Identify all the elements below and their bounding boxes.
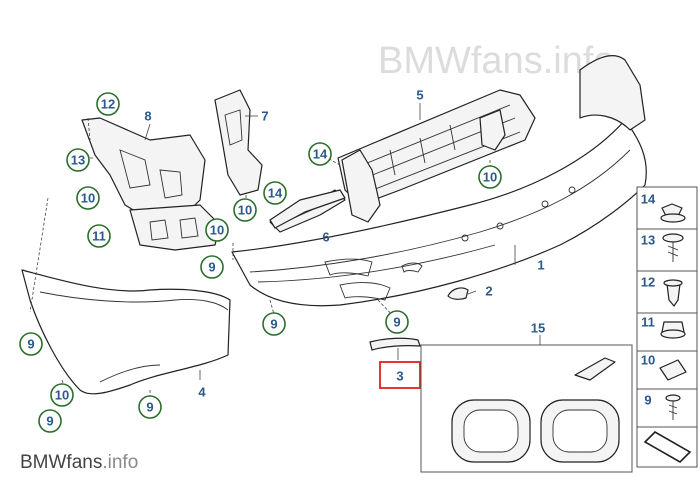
detail-box-15 [420, 335, 633, 473]
label-4: 4 [198, 385, 206, 400]
callout-9: 9 [38, 409, 62, 433]
callout-10: 10 [233, 198, 257, 222]
label-2: 2 [485, 284, 492, 299]
label-1: 1 [537, 258, 544, 273]
label-3: 3 [396, 369, 403, 384]
watermark-bottom: BMWfans.info [20, 452, 138, 474]
fastener-label-14: 14 [641, 192, 656, 207]
part-3-strip [369, 337, 421, 351]
fastener-panel [636, 186, 698, 468]
callout-10: 10 [205, 218, 229, 242]
fastener-label-10: 10 [641, 353, 655, 368]
highlight-box [379, 361, 421, 389]
callout-10: 10 [76, 186, 100, 210]
part-side-panel [21, 269, 231, 395]
label-5: 5 [416, 88, 423, 103]
svg-text:9: 9 [46, 414, 53, 429]
callout-9: 9 [138, 395, 162, 419]
svg-text:11: 11 [92, 229, 106, 244]
svg-text:14: 14 [313, 147, 328, 162]
label-6: 6 [322, 230, 329, 245]
callout-13: 13 [66, 148, 90, 172]
part-carrier [337, 89, 536, 223]
callout-10: 10 [50, 383, 74, 407]
callout-9: 9 [262, 312, 286, 336]
fastener-label-13: 13 [641, 233, 655, 248]
svg-text:10: 10 [55, 388, 69, 403]
watermark-top: BMWfans.info [378, 40, 615, 82]
fastener-box-12 [636, 270, 698, 314]
fastener-label-9: 9 [644, 393, 651, 408]
callout-9: 9 [19, 332, 43, 356]
callout-14: 14 [263, 181, 287, 205]
svg-text:10: 10 [238, 203, 252, 218]
svg-text:9: 9 [146, 400, 153, 415]
watermark-brand: BMWfans [20, 452, 103, 473]
svg-text:12: 12 [101, 97, 115, 112]
svg-text:9: 9 [27, 337, 34, 352]
callout-11: 11 [87, 224, 111, 248]
svg-text:10: 10 [81, 191, 95, 206]
callout-10: 10 [478, 165, 502, 189]
part-bracket-7 [214, 89, 263, 196]
label-15: 15 [531, 321, 545, 336]
svg-text:14: 14 [268, 186, 283, 201]
fastener-label-12: 12 [641, 275, 655, 290]
svg-text:10: 10 [210, 223, 224, 238]
fastener-label-11: 11 [641, 315, 655, 330]
svg-text:10: 10 [483, 170, 497, 185]
part-2-cap [447, 287, 469, 300]
part-14-clip [269, 189, 346, 229]
part-bracket-8 [81, 117, 221, 251]
fastener-box-9 [636, 388, 698, 428]
svg-text:9: 9 [393, 315, 400, 330]
callout-9: 9 [200, 255, 224, 279]
callout-12: 12 [96, 92, 120, 116]
svg-text:13: 13 [71, 153, 85, 168]
label-7: 7 [261, 109, 268, 124]
svg-text:9: 9 [208, 260, 215, 275]
callout-14: 14 [308, 142, 332, 166]
svg-text:9: 9 [270, 317, 277, 332]
part-bumper-cover [231, 55, 647, 307]
callout-9: 9 [385, 310, 409, 334]
label-8: 8 [144, 109, 151, 124]
watermark-suffix: .info [102, 452, 139, 473]
